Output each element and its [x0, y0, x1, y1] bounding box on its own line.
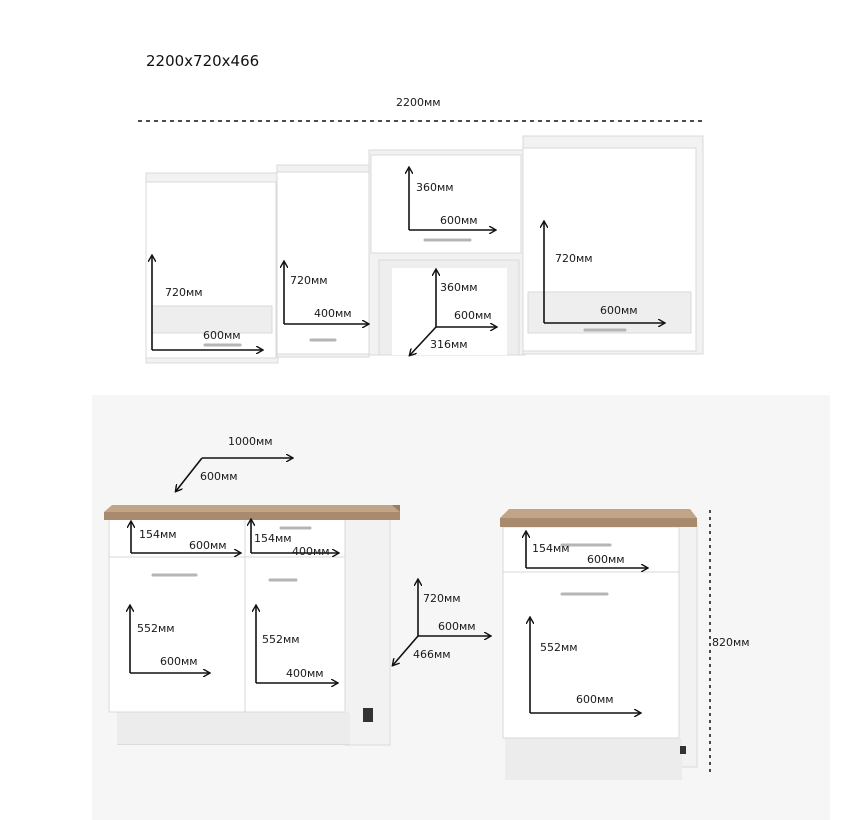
- wall-cabinet-1-dimensions: [152, 256, 262, 350]
- wall-cabinet-2-dimensions: [284, 262, 368, 324]
- base-cabinet-single: [500, 509, 698, 780]
- wall-depth-depth-label: 316мм: [430, 338, 468, 351]
- wall-cabinet-3: [368, 149, 526, 356]
- base1-drawer-height-label: 154мм: [139, 528, 177, 541]
- wall-cabinet-2: [276, 164, 370, 358]
- base-cabinet-3-door-dimensions: [530, 618, 640, 713]
- set-dimensions-title: 2200x720x466: [146, 52, 260, 70]
- base-cabinet-2-door-dimensions: [256, 606, 337, 683]
- base-top-width-label: 1000мм: [228, 435, 273, 448]
- wall3-height-label: 360мм: [416, 181, 454, 194]
- wall-depth-height-label: 360мм: [440, 281, 478, 294]
- wall1-width-label: 600мм: [203, 329, 241, 342]
- base-cabinet-2-drawer-dimensions: [251, 520, 338, 553]
- base3-drawer-height-label: 154мм: [532, 542, 570, 555]
- base2-door-width-label: 400мм: [286, 667, 324, 680]
- wall1-height-label: 720мм: [165, 286, 203, 299]
- base-depth-width-label: 600мм: [438, 620, 476, 633]
- base3-drawer-width-label: 600мм: [587, 553, 625, 566]
- total-height-label: 820мм: [712, 636, 750, 649]
- base-depth-dimensions: [393, 580, 490, 665]
- base-cabinet-1-door-dimensions: [130, 606, 209, 673]
- base-depth-height-label: 720мм: [423, 592, 461, 605]
- wall-depth-width-label: 600мм: [454, 309, 492, 322]
- base-cabinet-double: [104, 505, 400, 746]
- base1-door-height-label: 552мм: [137, 622, 175, 635]
- base-cabinet-3-drawer-dimensions: [526, 532, 647, 568]
- base-top-depth-label: 600мм: [200, 470, 238, 483]
- wall4-width-label: 600мм: [600, 304, 638, 317]
- base2-drawer-width-label: 400мм: [292, 545, 330, 558]
- base1-door-width-label: 600мм: [160, 655, 198, 668]
- wall-cabinet-4-dimensions: [544, 222, 664, 323]
- wall2-width-label: 400мм: [314, 307, 352, 320]
- total-width-label: 2200мм: [396, 96, 441, 109]
- base1-drawer-width-label: 600мм: [189, 539, 227, 552]
- wall2-height-label: 720мм: [290, 274, 328, 287]
- wall-cabinet-3-dimensions: [409, 168, 495, 230]
- base-depth-depth-label: 466мм: [413, 648, 451, 661]
- wall-depth-dimensions: [410, 270, 496, 355]
- wall4-height-label: 720мм: [555, 252, 593, 265]
- base2-drawer-height-label: 154мм: [254, 532, 292, 545]
- base3-door-height-label: 552мм: [540, 641, 578, 654]
- wall-cabinet-1: [145, 172, 279, 364]
- wall3-width-label: 600мм: [440, 214, 478, 227]
- base3-door-width-label: 600мм: [576, 693, 614, 706]
- base-cabinet-1-drawer-dimensions: [131, 522, 240, 553]
- base-top-dimensions: [176, 458, 292, 491]
- base2-door-height-label: 552мм: [262, 633, 300, 646]
- wall-cabinet-4: [522, 135, 704, 355]
